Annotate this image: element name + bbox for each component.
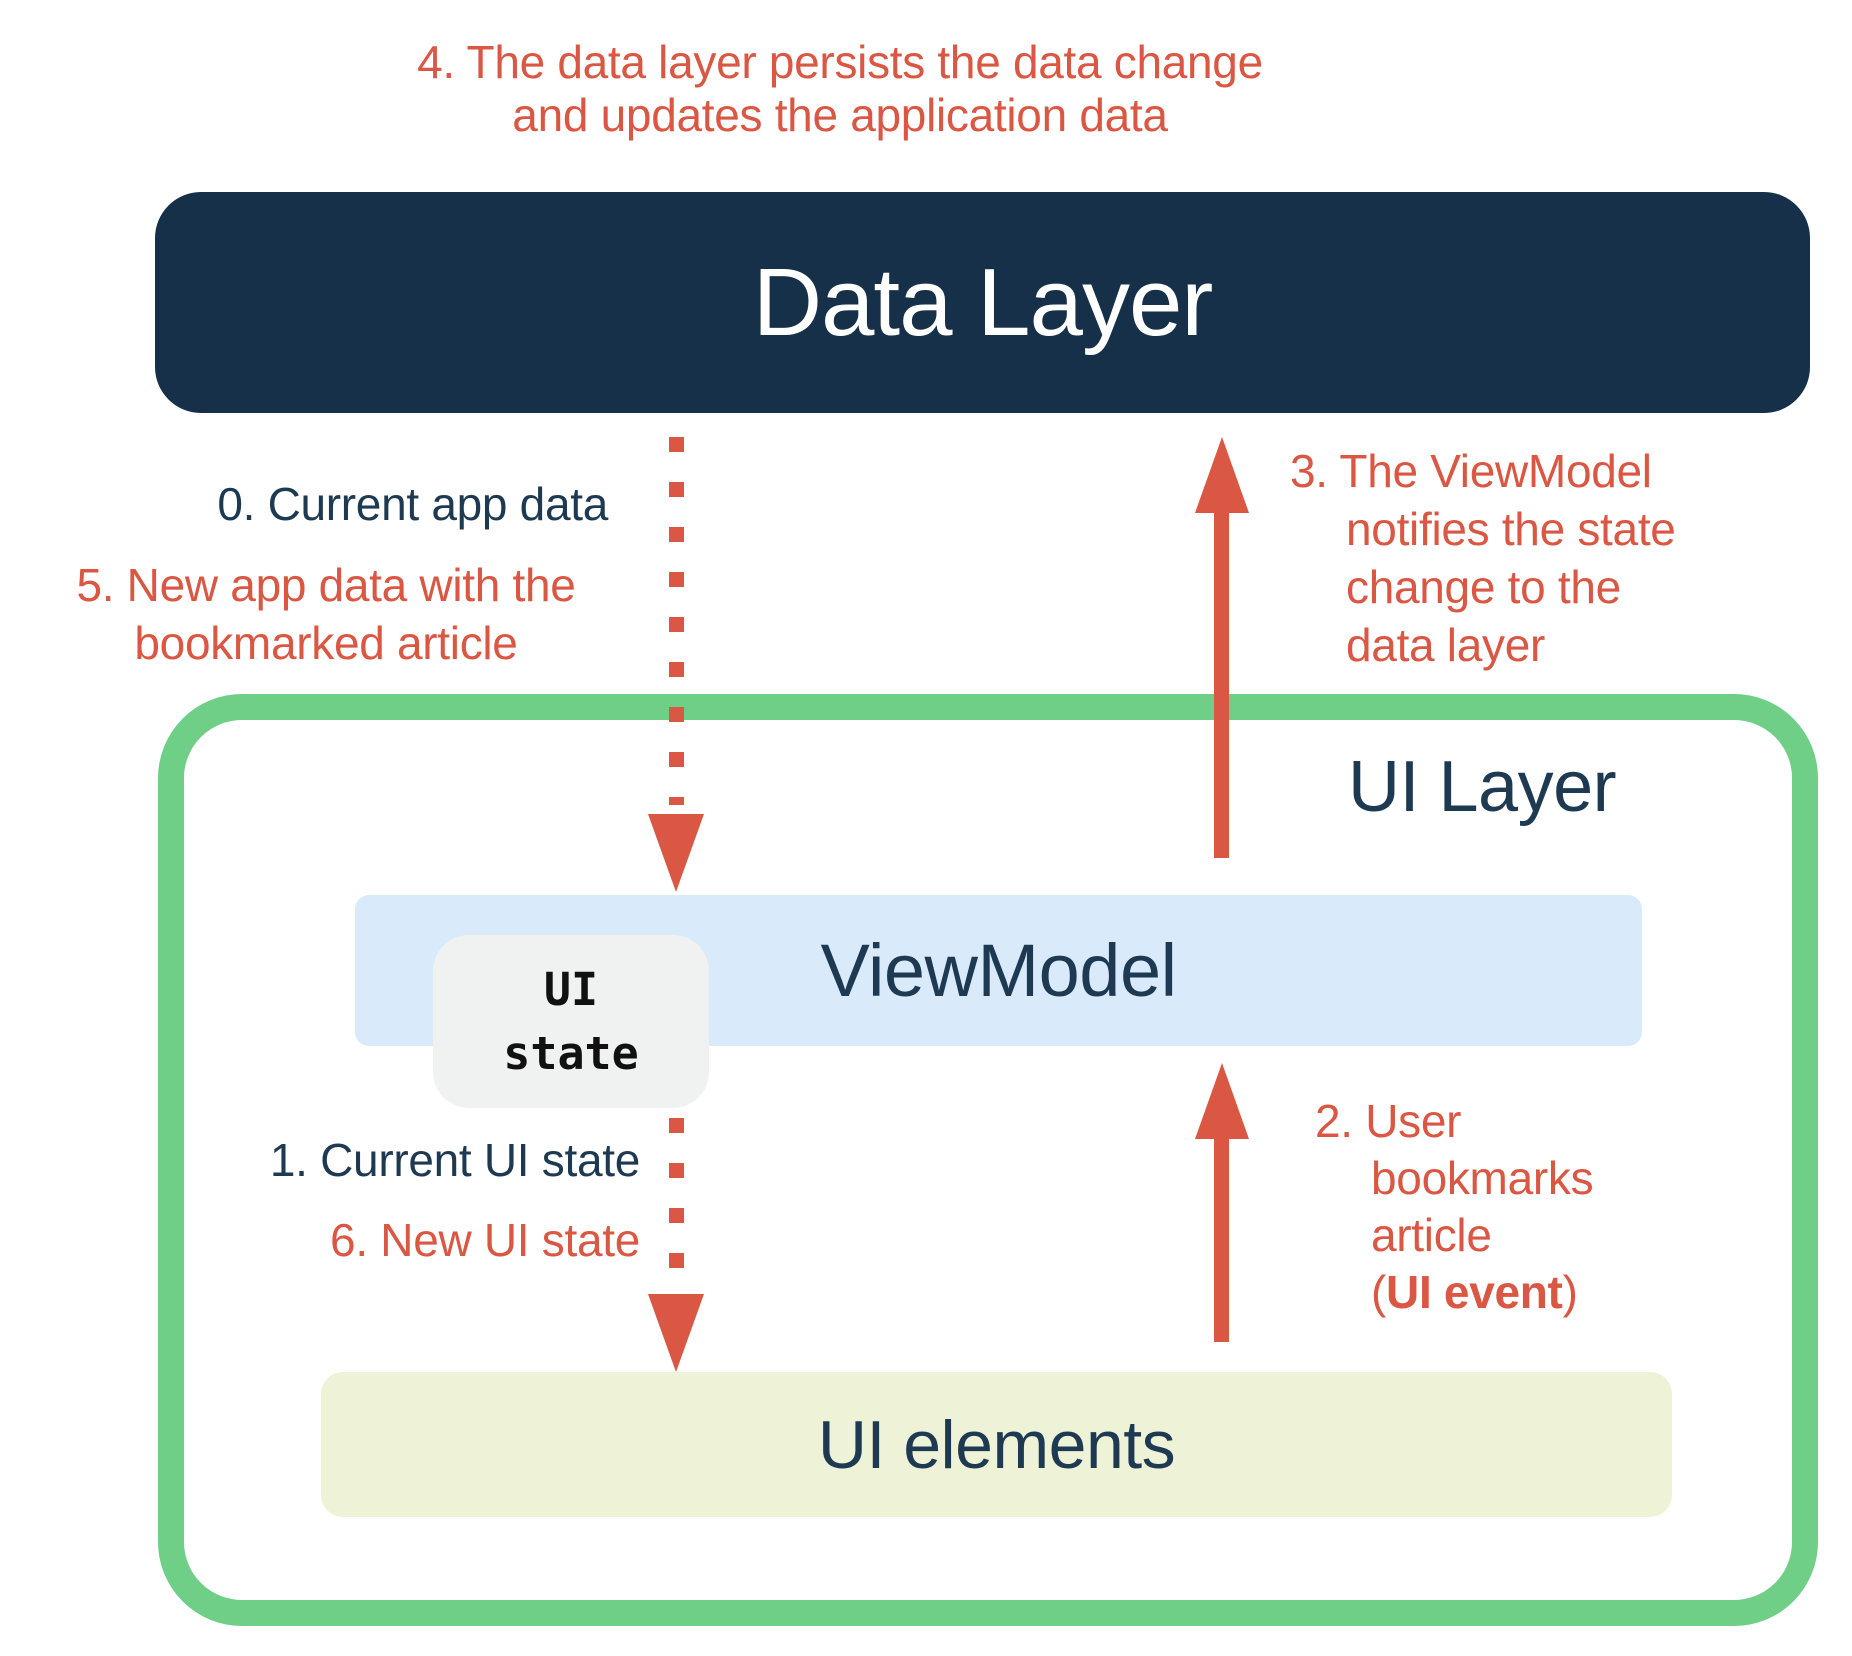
annotation-step3: 3. The ViewModel notifies the state chan…: [1290, 442, 1676, 674]
solid-arrow-state-change-arrowhead-icon: [1195, 437, 1249, 513]
annotation-step2-ui-event-bold: UI event: [1386, 1266, 1563, 1318]
data-layer-label: Data Layer: [752, 248, 1214, 356]
annotation-step5: 5. New app data with the bookmarked arti…: [30, 556, 622, 672]
annotation-step2-line1: 2. User: [1315, 1095, 1462, 1147]
dotted-arrow-app-data-shaft: [669, 437, 684, 805]
ui-elements-box: UI elements: [321, 1372, 1672, 1517]
annotation-step4-line1: 4. The data layer persists the data chan…: [417, 36, 1263, 88]
annotation-step6: 6. New UI state: [330, 1214, 640, 1266]
ui-layer-label: UI Layer: [1348, 747, 1617, 827]
ui-state-line2: state: [503, 1026, 639, 1080]
annotation-step2-line2: bookmarks: [1371, 1152, 1594, 1204]
data-layer-box: Data Layer: [155, 192, 1810, 413]
annotation-step4: 4. The data layer persists the data chan…: [290, 36, 1390, 142]
annotation-step5-line1: 5. New app data with the: [76, 559, 576, 611]
annotation-step5-line2: bookmarked article: [134, 617, 518, 669]
annotation-step3-line3: change to the: [1346, 561, 1621, 613]
annotation-step3-line2: notifies the state: [1346, 503, 1676, 555]
dotted-arrow-ui-state-shaft: [669, 1118, 684, 1290]
ui-layer-box: [158, 694, 1818, 1626]
ui-elements-label: UI elements: [817, 1406, 1176, 1483]
annotation-step2-line4: (UI event): [1371, 1264, 1593, 1321]
ui-state-box: UI state: [433, 935, 709, 1108]
ui-state-line1: UI: [543, 962, 599, 1016]
annotation-step2-line3: article: [1371, 1209, 1492, 1261]
annotation-step3-line1: 3. The ViewModel: [1290, 445, 1652, 497]
annotation-step0: 0. Current app data: [217, 478, 608, 530]
annotation-step2-paren-close: ): [1562, 1266, 1578, 1318]
annotation-step4-line2: and updates the application data: [512, 89, 1168, 141]
annotation-step2-paren-open: (: [1371, 1266, 1387, 1318]
solid-arrow-ui-event-shaft: [1214, 1130, 1229, 1342]
solid-arrow-state-change-shaft: [1214, 506, 1229, 858]
annotation-step1: 1. Current UI state: [269, 1134, 640, 1186]
annotation-step3-line4: data layer: [1346, 619, 1546, 671]
viewmodel-label: ViewModel: [820, 929, 1177, 1012]
annotation-step2: 2. User bookmarks article (UI event): [1315, 1093, 1594, 1321]
